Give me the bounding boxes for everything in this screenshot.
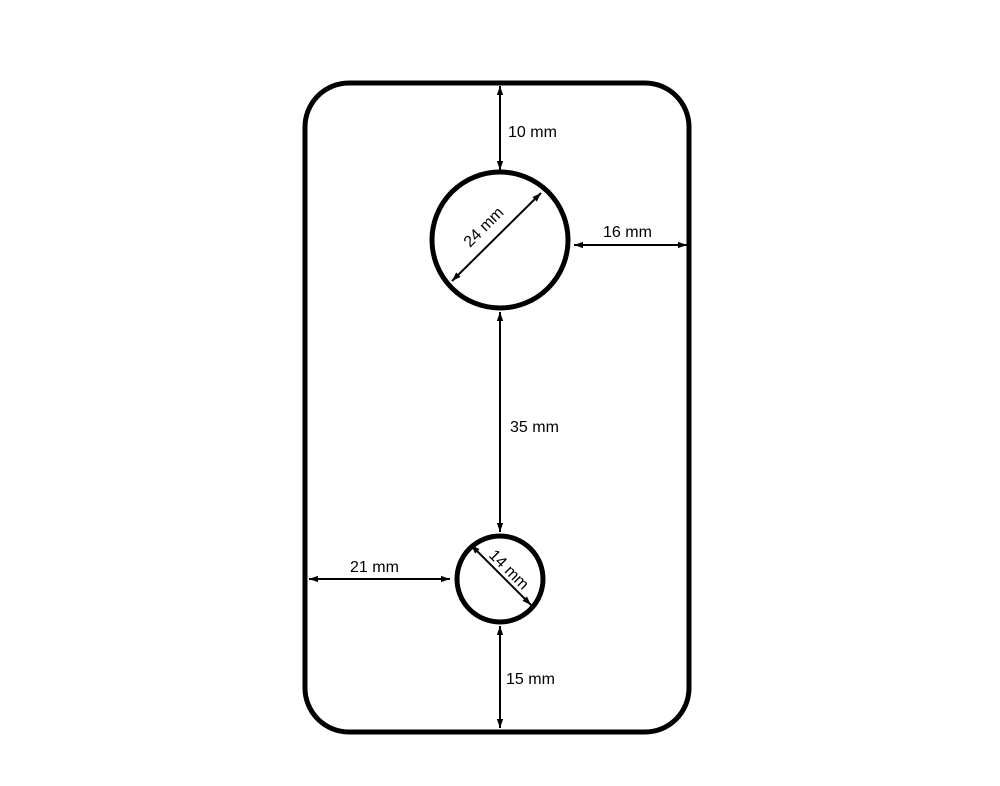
hole-spacing-label: 35 mm [510,419,559,436]
bottom-gap-label: 15 mm [506,671,555,688]
large-hole-diameter-label: 24 mm [461,204,508,251]
plate-outline [302,80,692,735]
top-gap-label: 10 mm [508,124,557,141]
large-hole-diameter-line [451,192,542,282]
small-hole-diameter-line [470,544,532,606]
large-hole [429,169,571,311]
small-hole [454,533,546,625]
left-gap-label: 21 mm [350,559,399,576]
right-gap-label: 16 mm [603,224,652,241]
small-hole-diameter-label: 14 mm [485,547,532,594]
